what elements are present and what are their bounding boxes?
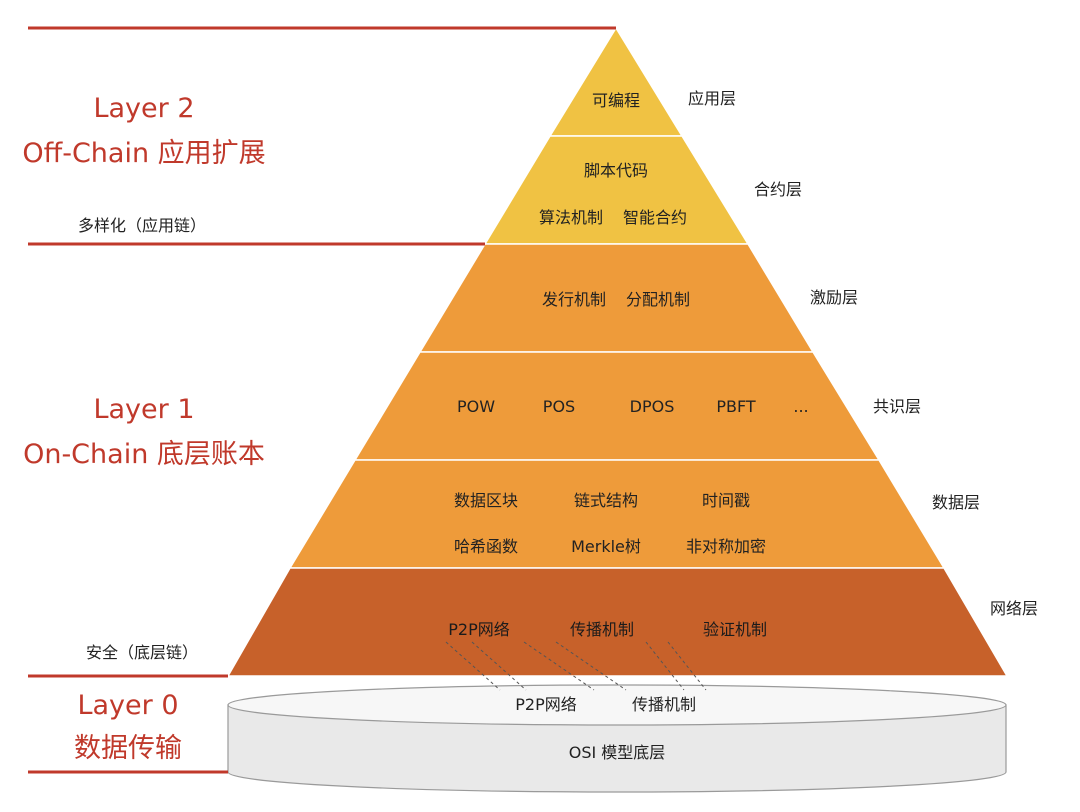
tier-item: PBFT [716,397,756,416]
tier-item: Merkle树 [571,537,641,556]
tier-item: 数据区块 [454,491,518,510]
layer-dividers [28,26,616,774]
tier-item: 分配机制 [626,290,690,309]
pyramid [226,26,1009,677]
osi-base-label: OSI 模型底层 [569,743,666,762]
osi-top-item-p2p: P2P网络 [515,695,576,714]
left-labels: Layer 2 Off-Chain 应用扩展 多样化（应用链） Layer 1 … [22,93,265,764]
layer2-note: 多样化（应用链） [78,216,206,235]
tier-item: 验证机制 [703,620,767,639]
tier-item: 发行机制 [542,290,606,309]
tier-item: P2P网络 [448,620,509,639]
tier-item: 智能合约 [623,208,687,227]
layer0-subtitle: 数据传输 [74,733,182,764]
tier-item: 非对称加密 [686,537,766,556]
osi-top-item-propagation: 传播机制 [632,695,696,714]
tier-item: ... [793,397,808,416]
layer1-subtitle: On-Chain 底层账本 [23,439,265,470]
connector-line [471,641,527,691]
layer0-title: Layer 0 [77,690,178,721]
tier-items: 可编程 脚本代码 算法机制 智能合约 发行机制 分配机制 POW POS DPO… [448,91,808,639]
connector-line [645,641,685,691]
tier-name-consensus: 共识层 [873,397,921,416]
connector-line [555,641,627,691]
tier-item: 可编程 [592,91,640,110]
layer2-subtitle: Off-Chain 应用扩展 [22,138,265,169]
tier-item: 哈希函数 [454,537,518,556]
tier-network [226,567,1009,677]
connector-line [667,641,707,691]
layer1-title: Layer 1 [93,394,194,425]
tier-item: 传播机制 [570,620,634,639]
tier-item: 算法机制 [539,208,603,227]
tier-application [548,26,684,137]
tier-name-contract: 合约层 [754,180,802,199]
tier-contract [483,135,750,245]
connector-line [445,641,501,691]
tier-name-network: 网络层 [990,599,1038,618]
tier-item: 时间戳 [702,491,750,510]
network-connectors [445,641,707,691]
osi-cylinder-body [227,704,1007,793]
tier-names: 应用层 合约层 激励层 共识层 数据层 网络层 [688,89,1038,618]
osi-cylinder: P2P网络 传播机制 OSI 模型底层 [227,684,1007,793]
layer2-title: Layer 2 [93,93,194,124]
tier-item: POW [457,397,495,416]
tier-item: DPOS [630,397,675,416]
tier-name-application: 应用层 [688,89,736,108]
osi-cylinder-top [227,684,1007,726]
tier-item: POS [543,397,575,416]
tier-name-data: 数据层 [932,493,980,512]
connector-line [523,641,595,691]
tier-item: 脚本代码 [584,161,648,180]
tier-item: 链式结构 [574,491,638,510]
layer1-note: 安全（底层链） [86,643,198,662]
tier-name-incentive: 激励层 [810,288,858,307]
tier-incentive [418,243,815,353]
